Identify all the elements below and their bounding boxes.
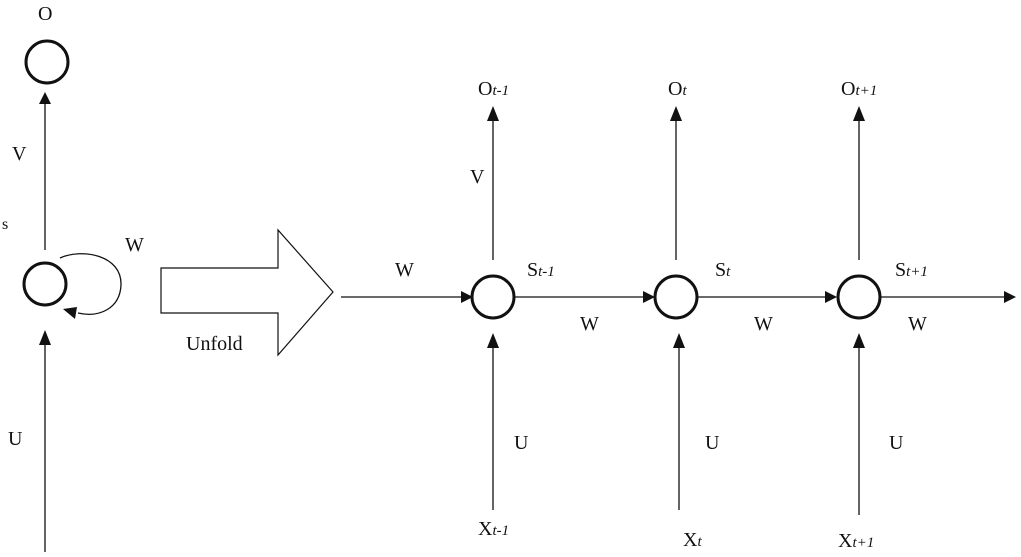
- input-label-t-minus-1: Xt-1: [478, 518, 509, 540]
- state-label-t: St: [715, 259, 731, 281]
- folded-v-label: V: [12, 143, 27, 165]
- w-arrowhead-t-minus-1: [643, 291, 655, 303]
- folded-w-self-loop: [59, 253, 122, 315]
- state-node-t-minus-1: [470, 274, 516, 320]
- unfold-arrow: Unfold: [160, 228, 334, 357]
- folded-output-label: O: [38, 3, 52, 25]
- u-label-t-plus-1: U: [889, 432, 904, 454]
- folded-state-node: [22, 261, 68, 307]
- state-node-t-plus-1: [836, 274, 882, 320]
- state-node-t: [653, 274, 699, 320]
- folded-output-node: [24, 39, 70, 85]
- state-label-t-plus-1: St+1: [895, 259, 928, 281]
- w-arrowhead-t: [825, 291, 837, 303]
- step-t-minus-1: Ot-1 St-1 U Xt-1 W: [470, 78, 655, 540]
- input-label-t-plus-1: Xt+1: [838, 530, 874, 552]
- output-label-t: Ot: [668, 78, 687, 100]
- w-label-t: W: [754, 313, 773, 335]
- folded-state-label: s: [2, 216, 8, 233]
- folded-u-arrowhead: [39, 330, 51, 345]
- unfolded-rnn: W V Ot-1 St-1 U Xt-1 W Ot St U: [341, 78, 1016, 552]
- input-label-t: Xt: [683, 529, 702, 551]
- u-arrowhead-t-minus-1: [487, 333, 499, 348]
- incoming-w-arrowhead: [461, 291, 473, 303]
- v-arrowhead-t-plus-1: [853, 106, 865, 121]
- folded-u-label: U: [8, 428, 23, 450]
- folded-v-arrowhead: [39, 92, 51, 104]
- folded-w-label: W: [125, 234, 144, 256]
- unfolded-v-label: V: [470, 166, 485, 188]
- u-label-t: U: [705, 432, 720, 454]
- folded-rnn: O V s W U: [2, 3, 144, 552]
- unfold-arrow-shape: [160, 228, 334, 357]
- v-arrowhead-t: [670, 106, 682, 121]
- w-label-t-plus-1: W: [908, 313, 927, 335]
- incoming-w-label: W: [395, 259, 414, 281]
- step-t-plus-1: Ot+1 St+1 U Xt+1 W: [836, 78, 1016, 552]
- state-label-t-minus-1: St-1: [527, 259, 555, 281]
- v-arrowhead-t-minus-1: [487, 106, 499, 121]
- folded-w-loop-arrowhead: [63, 307, 77, 319]
- w-arrowhead-t-plus-1: [1004, 291, 1016, 303]
- u-arrowhead-t: [673, 333, 685, 348]
- output-label-t-minus-1: Ot-1: [478, 78, 509, 100]
- step-t: Ot St U Xt W: [653, 78, 837, 551]
- unfold-label: Unfold: [186, 333, 243, 355]
- u-arrowhead-t-plus-1: [853, 333, 865, 348]
- u-label-t-minus-1: U: [514, 432, 529, 454]
- w-label-t-minus-1: W: [580, 313, 599, 335]
- output-label-t-plus-1: Ot+1: [841, 78, 877, 100]
